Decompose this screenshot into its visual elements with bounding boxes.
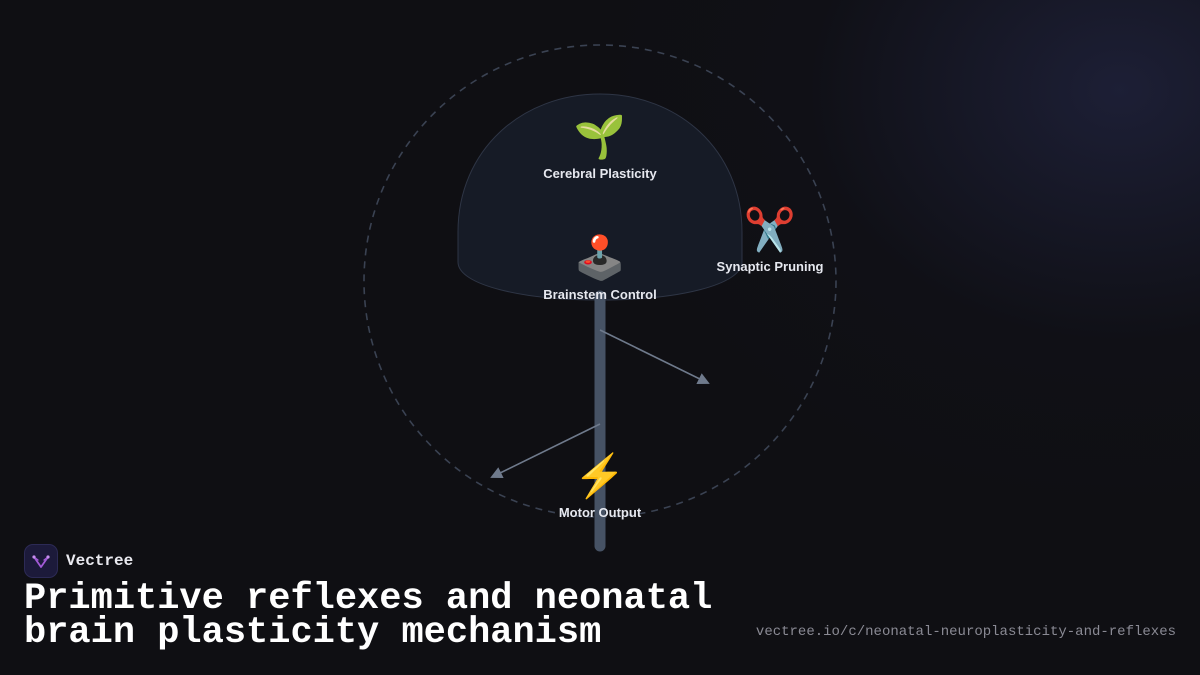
source-url: vectree.io/c/neonatal-neuroplasticity-an… <box>755 624 1176 640</box>
vectree-logo-icon <box>24 544 58 578</box>
seedling-icon: 🌱 <box>573 113 627 160</box>
joystick-icon: 🕹️ <box>573 234 627 281</box>
brain-dome <box>457 93 743 301</box>
node-label: Motor Output <box>558 505 642 520</box>
brand: Vectree <box>24 544 133 578</box>
arrow-to-reflex <box>490 423 601 478</box>
node-label: Synaptic Pruning <box>716 259 824 274</box>
lightning-icon: ⚡ <box>573 452 627 499</box>
node-motor-output: ⚡ Motor Output <box>500 451 700 520</box>
node-cerebral-plasticity: 🌱 Cerebral Plasticity <box>500 112 700 181</box>
brand-name: Vectree <box>66 552 134 570</box>
node-label: Brainstem Control <box>543 287 657 302</box>
scissors-icon: ✂️ <box>743 206 797 253</box>
page-title: Primitive reflexes and neonatal brain pl… <box>24 578 713 654</box>
node-brainstem-control: 🕹️ Brainstem Control <box>500 233 700 302</box>
arrow-to-pruning <box>599 329 710 384</box>
node-synaptic-pruning: ✂️ Synaptic Pruning <box>670 205 870 274</box>
node-label: Cerebral Plasticity <box>543 166 657 181</box>
